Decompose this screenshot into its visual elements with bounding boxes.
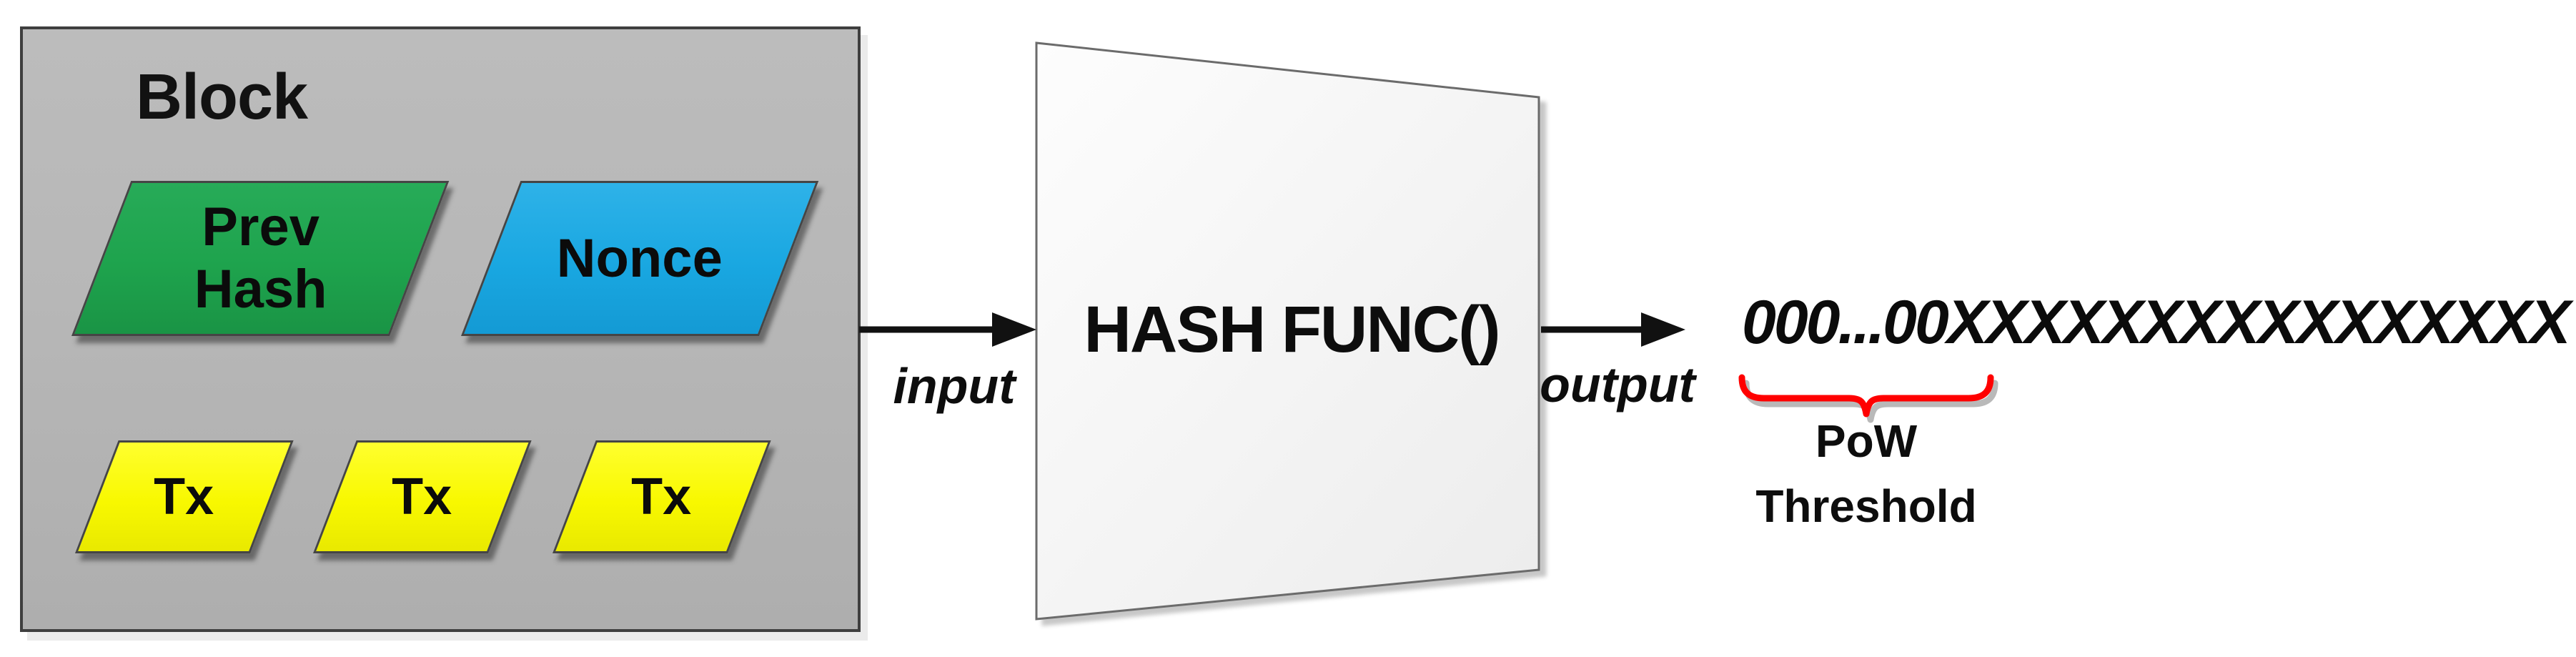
output-label: output [1540, 357, 1695, 413]
block-title: Block [136, 61, 308, 133]
tx-label-3: Tx [631, 468, 692, 525]
output-hash-text: 000...00XXXXXXXXXXXXXXXX [1742, 287, 2571, 357]
tx-label-1: Tx [154, 468, 214, 525]
input-label: input [893, 358, 1016, 414]
prev-hash-line2: Hash [194, 259, 327, 320]
pow-threshold-label: PoW Threshold [1723, 409, 2009, 539]
hash-function-label: HASH FUNC() [1084, 292, 1500, 366]
prev-hash-line1: Prev [201, 197, 319, 258]
nonce-shape: Nonce [461, 181, 819, 336]
input-arrow-icon [859, 312, 1036, 347]
tx-label-2: Tx [392, 468, 452, 525]
output-arrow-icon [1541, 312, 1685, 347]
nonce-label: Nonce [557, 227, 723, 289]
pow-threshold-line2: Threshold [1755, 480, 1977, 532]
pow-threshold-line1: PoW [1815, 415, 1918, 467]
